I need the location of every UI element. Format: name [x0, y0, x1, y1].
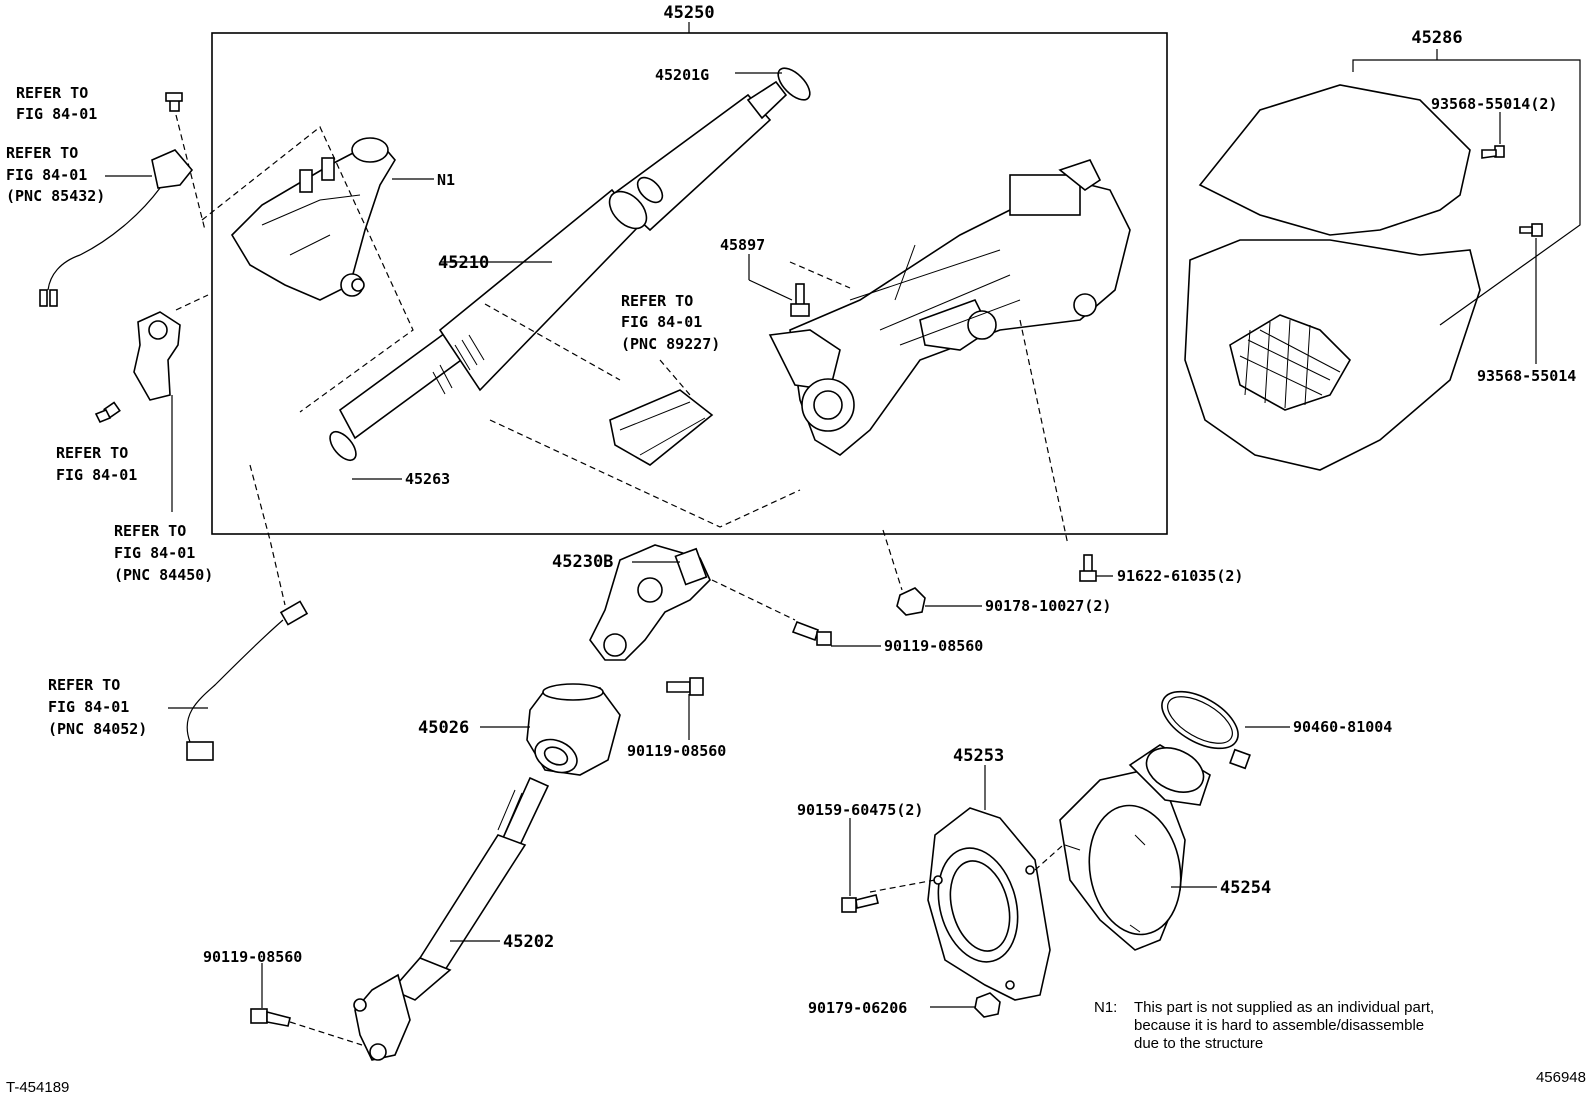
label-93568-55014[interactable]: 93568-55014	[1477, 367, 1576, 385]
bolt-91622	[1079, 554, 1097, 582]
column-body	[768, 159, 1131, 456]
figure-code-left: T-454189	[6, 1079, 69, 1096]
label-45202[interactable]: 45202	[503, 932, 554, 952]
label-90178-10027-2[interactable]: 90178-10027(2)	[985, 597, 1111, 615]
svg-text:REFER TO: REFER TO	[56, 444, 128, 462]
sensor-84450	[133, 311, 181, 401]
boot-45026	[526, 683, 621, 776]
sensor-85432	[39, 149, 194, 307]
label-45254[interactable]: 45254	[1220, 878, 1271, 898]
label-90460-81004[interactable]: 90460-81004	[1293, 718, 1392, 736]
svg-text:(PNC 84450): (PNC 84450)	[114, 566, 213, 584]
label-90119-08560-c[interactable]: 90119-08560	[203, 948, 302, 966]
screw-ref-mid-left	[94, 401, 121, 424]
nut-90178	[896, 587, 926, 616]
ref-text-84052[interactable]: REFER TO FIG 84-01 (PNC 84052)	[48, 676, 147, 738]
main-shaft-45210	[338, 80, 788, 440]
dust-plate-45253	[927, 807, 1051, 1001]
clamp-90460	[1161, 690, 1251, 770]
svg-text:FIG 84-01: FIG 84-01	[16, 105, 97, 123]
svg-text:REFER TO: REFER TO	[48, 676, 120, 694]
washer-45263	[329, 430, 357, 462]
svg-text:REFER TO: REFER TO	[621, 292, 693, 310]
label-90179-06206[interactable]: 90179-06206	[808, 999, 907, 1017]
label-90159-60475-2[interactable]: 90159-60475(2)	[797, 801, 923, 819]
bolt-90119-b	[666, 677, 704, 696]
label-93568-55014-2[interactable]: 93568-55014(2)	[1431, 95, 1557, 113]
label-N1[interactable]: N1	[437, 171, 455, 189]
svg-text:due to the structure: due to the structure	[1134, 1035, 1263, 1052]
label-91622-61035-2[interactable]: 91622-61035(2)	[1117, 567, 1243, 585]
sensor-84052	[186, 600, 309, 761]
boot-45254	[1059, 744, 1211, 951]
lock-housing-N1	[230, 137, 396, 301]
svg-text:REFER TO: REFER TO	[114, 522, 186, 540]
label-90119-08560-a[interactable]: 90119-08560	[884, 637, 983, 655]
bolt-90159	[841, 894, 879, 913]
svg-text:FIG 84-01: FIG 84-01	[48, 698, 129, 716]
svg-text:This part is not supplied as a: This part is not supplied as an individu…	[1134, 999, 1434, 1016]
svg-text:REFER TO: REFER TO	[6, 144, 78, 162]
label-45026[interactable]: 45026	[418, 718, 469, 738]
nut-90179	[974, 992, 1001, 1018]
ref-text-85432[interactable]: REFER TO FIG 84-01 (PNC 85432)	[6, 144, 105, 205]
label-45201G[interactable]: 45201G	[655, 66, 709, 84]
universal-joint-45230B	[589, 544, 711, 661]
bolt-90119-c	[250, 1008, 291, 1027]
label-45263[interactable]: 45263	[405, 470, 450, 488]
label-45286[interactable]: 45286	[1411, 28, 1462, 48]
screw-93568-right	[1519, 223, 1543, 237]
ecu-module-89227	[609, 389, 714, 466]
intermediate-shaft-45202	[353, 776, 550, 1061]
label-45210[interactable]: 45210	[438, 253, 489, 273]
label-45253[interactable]: 45253	[953, 746, 1004, 766]
ref-text-89227[interactable]: REFER TO FIG 84-01 (PNC 89227)	[621, 292, 720, 353]
label-90119-08560-b[interactable]: 90119-08560	[627, 742, 726, 760]
screw-ref-top-left	[165, 92, 183, 112]
screw-93568-top	[1481, 145, 1505, 159]
bolt-45897	[790, 283, 810, 317]
svg-text:because it is hard to assemble: because it is hard to assemble/disassemb…	[1134, 1017, 1424, 1034]
label-45230B[interactable]: 45230B	[552, 552, 613, 572]
ref-text-3[interactable]: REFER TO FIG 84-01	[56, 444, 137, 484]
ref-text-1[interactable]: REFER TO FIG 84-01	[16, 84, 97, 123]
svg-text:(PNC 89227): (PNC 89227)	[621, 335, 720, 353]
svg-text:N1:: N1:	[1094, 999, 1117, 1016]
ring-45201G	[777, 67, 811, 101]
svg-text:FIG 84-01: FIG 84-01	[621, 313, 702, 331]
label-45897[interactable]: 45897	[720, 236, 765, 254]
svg-text:(PNC 85432): (PNC 85432)	[6, 187, 105, 205]
note-N1: N1: This part is not supplied as an indi…	[1094, 999, 1434, 1052]
svg-text:FIG 84-01: FIG 84-01	[114, 544, 195, 562]
svg-text:FIG 84-01: FIG 84-01	[6, 166, 87, 184]
bolt-90119-a	[791, 620, 832, 646]
svg-text:REFER TO: REFER TO	[16, 84, 88, 102]
ref-text-84450[interactable]: REFER TO FIG 84-01 (PNC 84450)	[114, 522, 213, 584]
label-45250[interactable]: 45250	[663, 3, 714, 23]
svg-text:(PNC 84052): (PNC 84052)	[48, 720, 147, 738]
figure-code-right: 456948	[1536, 1069, 1586, 1086]
column-cover-45286	[1184, 84, 1481, 471]
svg-text:FIG 84-01: FIG 84-01	[56, 466, 137, 484]
